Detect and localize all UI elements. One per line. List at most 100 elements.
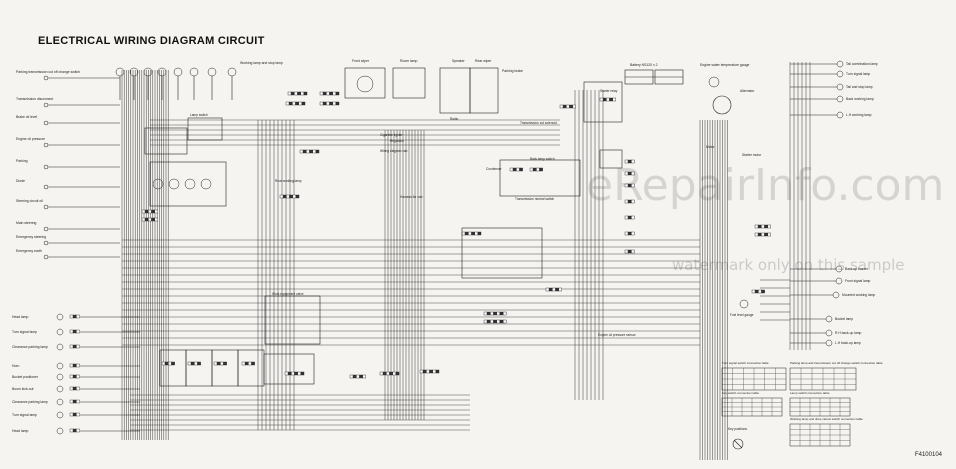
motor-box (599, 149, 623, 169)
center-label-8: Condenser (486, 167, 503, 171)
connector (319, 91, 340, 96)
alternator-symbol (712, 95, 732, 115)
top-component-label-4: Parking brake (502, 69, 523, 73)
top-lamp-icon (115, 67, 125, 77)
left-lower-label-3: Horn (12, 364, 19, 368)
left-component-label-3: Engine oil pressure (16, 137, 45, 141)
right-label-9: Front signal lamp (845, 279, 870, 283)
left-lower-label-2: Clearance parking lamp (12, 345, 48, 349)
left-component-label-9: Emergency earth (16, 249, 42, 253)
right-label-0: Tail combination lamp (846, 62, 878, 66)
connector (69, 363, 80, 368)
right-lamp-symbol (835, 277, 843, 285)
temp-gauge-symbol (708, 76, 720, 88)
connector (69, 374, 80, 379)
right-label-10: Mounted working lamp (842, 293, 875, 297)
speaker-box (439, 67, 471, 114)
left-lower-label-5: Boom kick-out (12, 387, 34, 391)
connector (141, 209, 159, 214)
right-label-12: R.H back-up lamp (835, 331, 862, 335)
working-lamp-label: Working lamp and stop lamp (240, 61, 283, 65)
switch-symbol (43, 120, 49, 126)
connector (379, 371, 400, 376)
valve-3 (211, 349, 239, 387)
switch-symbol (43, 142, 49, 148)
lamp-symbol (56, 343, 64, 351)
connector (69, 314, 80, 319)
left-component-label-2: Brake oil level (16, 115, 37, 119)
left-component-label-6: Steering circuit oil (16, 199, 43, 203)
connector (285, 101, 306, 106)
lamp-symbol (56, 373, 64, 381)
connector (349, 374, 366, 379)
lamp-symbol (56, 385, 64, 393)
connector (284, 371, 305, 376)
switch-symbol (43, 254, 49, 260)
connector (559, 104, 576, 109)
wiper-motor-symbol (356, 75, 374, 93)
right-label-11: Bucket lamp (835, 317, 853, 321)
connector (624, 199, 635, 204)
top-component-label-5: Battery NS120 x 2 (630, 63, 658, 67)
left-lower-label-4: Bucket positioner (12, 375, 39, 379)
top-component-label-3: Rear wiper (475, 59, 492, 63)
connector (69, 399, 80, 404)
gauge-symbol (168, 178, 180, 190)
left-lower-label-8: Head lamp (12, 429, 29, 433)
right-label-4: L.H working lamp (846, 113, 872, 117)
room-lamp (392, 67, 426, 99)
top-component-label-6: Engine water temperature gauge (700, 63, 749, 67)
right-lamp-symbol (825, 339, 833, 347)
valve-2 (185, 349, 213, 387)
connector (545, 287, 562, 292)
center-label-11: Rear working lamp (275, 179, 302, 183)
lamp-switch-box (187, 117, 223, 141)
connector (319, 101, 340, 106)
right-label-2: Tail and stop lamp (846, 85, 873, 89)
right-lamp-symbol (836, 111, 844, 119)
lamp-symbol (56, 427, 64, 435)
top-component-label-0: Front wiper (352, 59, 370, 63)
switch-symbol (43, 226, 49, 232)
valve-4 (237, 349, 265, 387)
top-lamp-icon (173, 67, 183, 77)
relay-block (461, 227, 543, 279)
center-label-14: Fuel level gauge (730, 313, 754, 317)
work-equipment-switch-box (264, 295, 321, 345)
center-label-2: Cigarette lighter (380, 133, 403, 137)
connector (754, 232, 771, 237)
right-label-6: Motor (706, 145, 715, 149)
connector (754, 224, 771, 229)
connector (161, 361, 175, 366)
switch-symbol (43, 102, 49, 108)
connector (624, 215, 635, 220)
gauge-symbol (184, 178, 196, 190)
connector (529, 167, 543, 172)
right-label-5: Alternator (740, 89, 755, 93)
right-label-8: Back-up buzzer (845, 267, 869, 271)
table-title-4: Working lamp and drive cancel switch con… (790, 417, 863, 421)
right-lamp-symbol (835, 265, 843, 273)
right-lamp-symbol (825, 329, 833, 337)
left-component-label-4: Parking (16, 159, 28, 163)
lamp-relay-box (144, 127, 188, 155)
switch-symbol (43, 75, 49, 81)
right-lamp-symbol (836, 70, 844, 78)
left-lower-label-6: Clearance parking lamp (12, 400, 48, 404)
connector (599, 97, 616, 102)
connector (299, 149, 320, 154)
switch-symbol (43, 240, 49, 246)
connector (624, 183, 635, 188)
work-equipment-valve-box (263, 353, 315, 385)
lamp-symbol (56, 411, 64, 419)
switch-symbol (43, 204, 49, 210)
gauge-symbol (200, 178, 212, 190)
left-component-label-7: Main steering (16, 221, 36, 225)
lamp-symbol (56, 362, 64, 370)
center-label-5: Harness for cab (400, 195, 423, 199)
connector (624, 249, 635, 254)
top-lamp-icon (129, 67, 139, 77)
center-label-12: Work equipment valve (272, 292, 304, 296)
